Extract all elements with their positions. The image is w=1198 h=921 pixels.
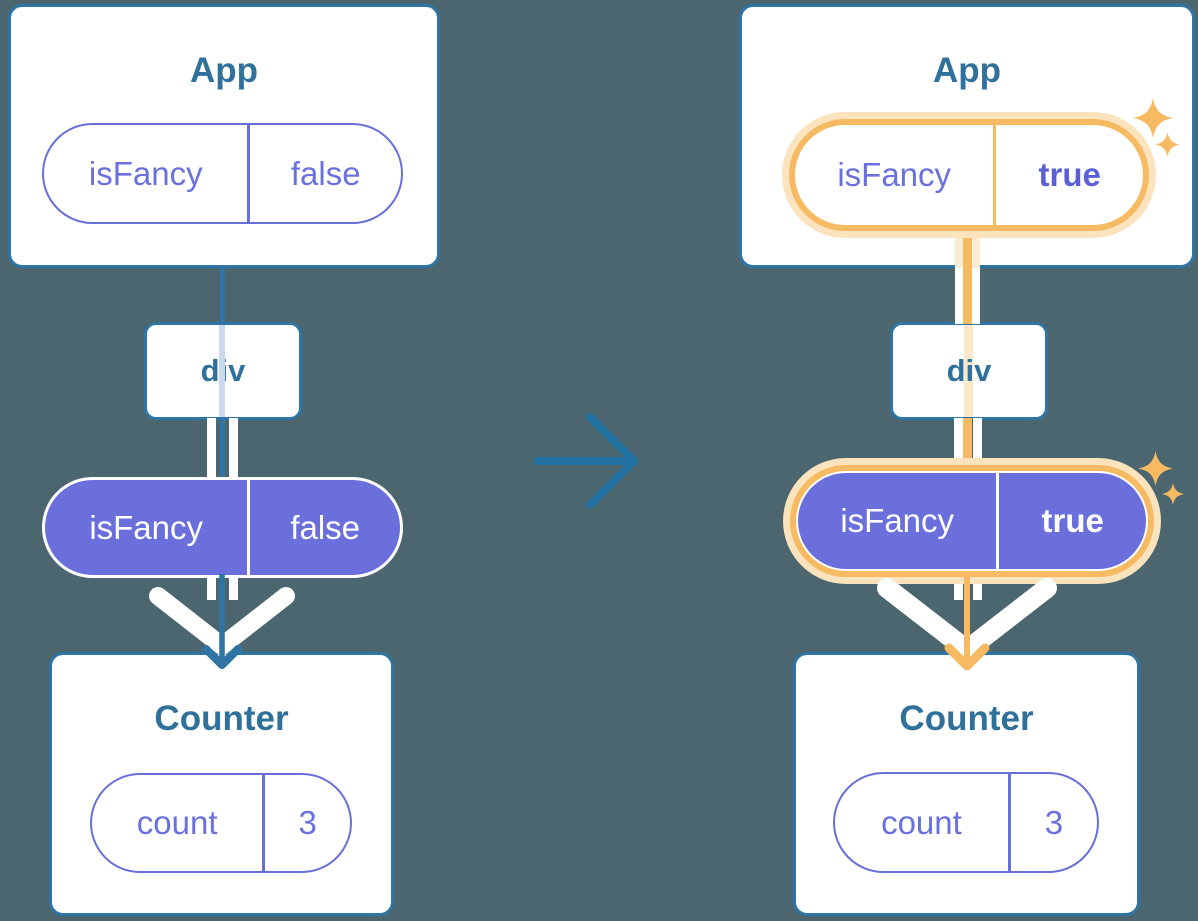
prop-value: true bbox=[1038, 156, 1101, 193]
sparkle-star-icon bbox=[1162, 483, 1184, 505]
after-prop-line-left2 bbox=[954, 418, 963, 468]
after-prop-line-right bbox=[972, 268, 980, 324]
after-app-title: App bbox=[932, 51, 1002, 90]
sparkle-star-icon bbox=[1138, 451, 1173, 486]
after-counter-title: Counter bbox=[899, 699, 1034, 738]
prop-name: isFancy bbox=[89, 508, 204, 546]
pill-divider bbox=[993, 125, 997, 225]
transition-right-arrow-icon bbox=[534, 413, 638, 509]
prop-value: false bbox=[290, 508, 361, 546]
after-prop-line-right3 bbox=[973, 576, 982, 600]
state-value: 3 bbox=[1044, 803, 1064, 841]
pill-divider bbox=[996, 473, 1000, 569]
after-halo-line-right bbox=[972, 232, 980, 268]
before-edge-div-pill bbox=[220, 418, 225, 480]
after-div-node: div bbox=[890, 322, 1048, 420]
before-prop-line-right2 bbox=[229, 576, 238, 600]
after-prop-line-left3 bbox=[954, 576, 963, 600]
state-name: count bbox=[136, 804, 218, 841]
after-state-pill: count 3 bbox=[833, 772, 1099, 873]
prop-name: isFancy bbox=[837, 156, 952, 193]
before-prop-line-left2 bbox=[207, 576, 216, 600]
after-edge-app-div bbox=[963, 268, 972, 324]
before-prop-line-right bbox=[229, 418, 238, 480]
after-app-prop-pill-highlight: isFancy true bbox=[789, 119, 1149, 231]
before-app-prop-pill: isFancy false bbox=[42, 123, 403, 224]
before-edge-app-div bbox=[220, 266, 225, 324]
pill-divider bbox=[262, 775, 266, 871]
before-passed-prop-pill: isFancy false bbox=[42, 477, 403, 578]
prop-name: isFancy bbox=[840, 502, 955, 539]
state-value: 3 bbox=[298, 804, 317, 841]
after-prop-line-right2 bbox=[973, 418, 982, 468]
after-edge-div-pill bbox=[963, 418, 972, 468]
before-prop-line-left bbox=[207, 418, 216, 480]
state-name: count bbox=[881, 803, 962, 841]
after-edge-app-div-top bbox=[963, 232, 972, 268]
after-passed-prop-pill-highlight: isFancy true bbox=[790, 465, 1154, 577]
prop-name: isFancy bbox=[88, 154, 203, 192]
after-halo-line-left bbox=[955, 232, 963, 268]
pill-divider bbox=[1007, 774, 1011, 871]
after-div-label: div bbox=[946, 353, 992, 388]
after-passed-prop-pill: isFancy true bbox=[798, 473, 1146, 569]
after-prop-line-left bbox=[955, 268, 963, 324]
before-app-title: App bbox=[189, 51, 259, 90]
before-state-pill: count 3 bbox=[90, 773, 352, 873]
before-counter-title: Counter bbox=[154, 699, 289, 738]
prop-value: true bbox=[1041, 502, 1104, 539]
pill-divider bbox=[247, 125, 251, 222]
after-line-through-div bbox=[964, 325, 973, 417]
prop-value: false bbox=[290, 154, 361, 192]
after-app-prop-pill: isFancy true bbox=[795, 125, 1143, 225]
before-line-through-div bbox=[219, 325, 225, 417]
pill-divider bbox=[247, 480, 251, 575]
